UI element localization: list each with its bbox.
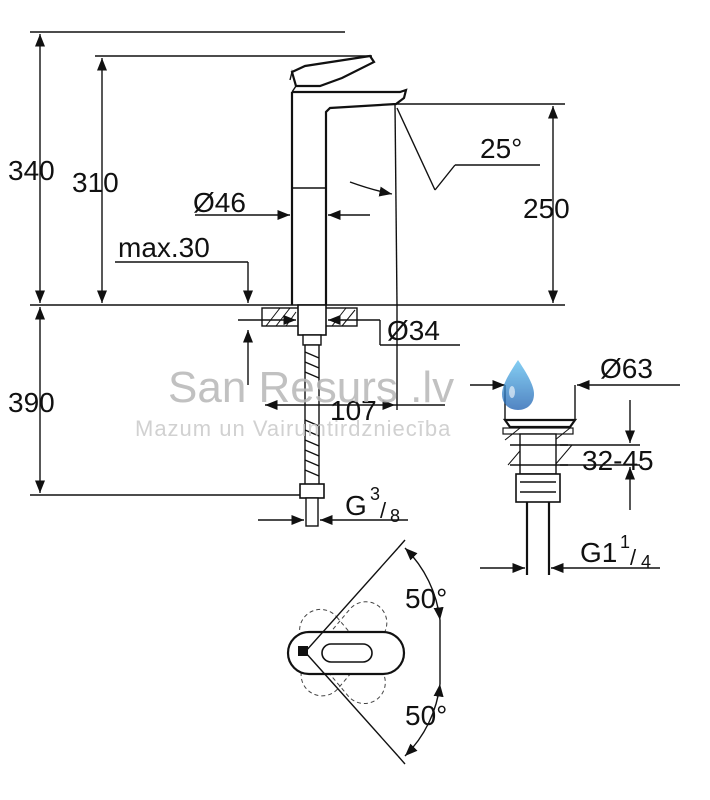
water-drop-logo — [502, 360, 534, 410]
svg-text:8: 8 — [390, 506, 400, 526]
dia-34-label: Ø34 — [387, 315, 440, 346]
svg-text:G1: G1 — [580, 537, 617, 568]
thread-g38-label: G 3 / 8 — [345, 484, 400, 526]
thread-g114-label: G1 1 / 4 — [580, 532, 651, 572]
dim-310-label: 310 — [72, 167, 119, 198]
drain-assembly — [470, 379, 680, 575]
dia-63-label: Ø63 — [600, 353, 653, 384]
svg-text:4: 4 — [641, 552, 651, 572]
max30-dimension — [115, 261, 254, 385]
top-view — [286, 539, 444, 765]
faucet-side-view — [289, 54, 540, 306]
angle-50-top-label: 50° — [405, 583, 447, 614]
svg-text:G: G — [345, 490, 367, 521]
max-30-label: max.30 — [118, 232, 210, 263]
svg-text:1: 1 — [620, 532, 630, 552]
dim-107-label: 107 — [330, 395, 377, 426]
svg-text:3: 3 — [370, 484, 380, 504]
dim-340-label: 340 — [8, 155, 55, 186]
dim-390-label: 390 — [8, 387, 55, 418]
range-32-45-label: 32-45 — [582, 445, 654, 476]
supply-hose — [258, 344, 408, 527]
svg-text:/: / — [630, 545, 637, 570]
watermark-title: San Resurs .lv — [168, 363, 454, 412]
basin-mount-section — [238, 304, 460, 346]
dim-250-label: 250 — [523, 193, 570, 224]
watermark-subtitle: Mazum un Vairumtirdzniecība — [135, 416, 451, 441]
angle-25-label: 25° — [480, 133, 522, 164]
svg-text:/: / — [380, 498, 387, 523]
dia-46-label: Ø46 — [193, 187, 246, 218]
d107-dimension — [265, 305, 445, 411]
watermark: San Resurs .lv Mazum un Vairumtirdzniecī… — [135, 360, 534, 441]
angle-50-bottom-label: 50° — [405, 700, 447, 731]
